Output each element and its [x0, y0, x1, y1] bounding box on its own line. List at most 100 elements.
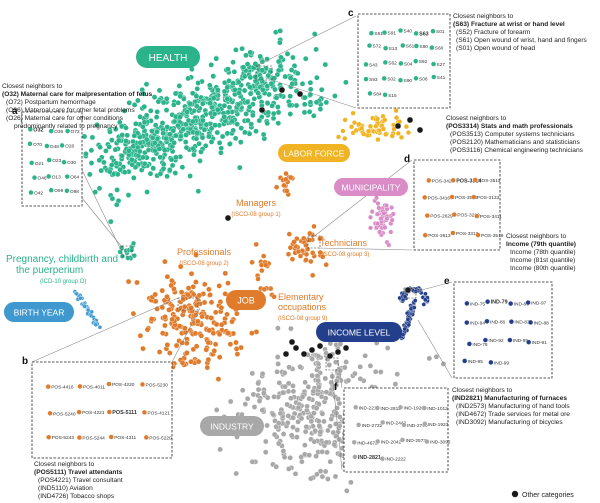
- health-point: [129, 156, 135, 163]
- inset-c-label: S02: [387, 76, 396, 82]
- inset-c-point: [398, 60, 404, 66]
- health-point: [314, 74, 320, 81]
- inset-d-label: POS-3519: [481, 233, 504, 239]
- health-point: [265, 109, 272, 116]
- industry-point: [292, 471, 299, 477]
- job-point: [208, 315, 214, 321]
- birth-year-point: [97, 325, 103, 330]
- inset-b-point: [46, 434, 52, 440]
- industry-point: [344, 488, 350, 494]
- job-point: [249, 330, 255, 336]
- job-point: [261, 286, 267, 292]
- subgroup-elementary-sub: (ISCO-08 group 9): [278, 316, 327, 322]
- health-point: [260, 131, 267, 138]
- health-point: [201, 127, 208, 133]
- subgroup-technicians-title: Technicians: [320, 238, 368, 248]
- labor-force-point: [383, 131, 389, 137]
- health-point: [182, 139, 189, 145]
- inset-c-point: [363, 61, 369, 67]
- inset-f-letter: f: [334, 382, 338, 393]
- inset-b-label: POS-4011: [83, 384, 105, 390]
- annotation-c-item-1: (S61) Open wound of wrist, hand and fing…: [456, 37, 588, 44]
- inset-b-frame: [31, 361, 173, 459]
- labor-force-point: [391, 126, 397, 132]
- labor-force-point: [359, 125, 365, 131]
- industry-point: [294, 427, 301, 433]
- inset-d-label: POS-3133: [477, 195, 500, 201]
- job-point: [193, 302, 200, 308]
- inset-a-point: [46, 157, 52, 163]
- inset-e-label: IND-92: [488, 338, 504, 344]
- inset-d-point: [450, 177, 456, 183]
- health-point: [343, 79, 349, 86]
- inset-c-point: [382, 59, 388, 65]
- inset-f-label: IND-2821: [358, 455, 381, 461]
- subgroup-elementary-title: Elementary: [278, 292, 324, 302]
- health-point: [294, 70, 301, 77]
- industry-point: [322, 468, 329, 475]
- health-point: [126, 100, 132, 106]
- inset-c-point: [430, 28, 436, 34]
- job-point: [208, 299, 215, 306]
- job-point: [216, 331, 223, 338]
- health-point: [287, 75, 294, 81]
- annotation-e-item-2: Income (80th quantile): [510, 265, 576, 272]
- industry-point: [345, 377, 352, 384]
- labor-force-point: [389, 133, 395, 139]
- health-point: [200, 100, 206, 107]
- job-point: [193, 279, 199, 285]
- health-point: [245, 117, 251, 124]
- inset-c-point: [381, 75, 387, 81]
- health-point: [275, 58, 282, 65]
- health-point: [273, 95, 280, 101]
- inset-c-point: [383, 45, 389, 51]
- inset-c-point: [429, 45, 435, 51]
- health-point: [112, 146, 119, 153]
- industry-point: [227, 398, 234, 405]
- health-point: [131, 253, 137, 259]
- health-point: [241, 87, 248, 94]
- health-point: [143, 112, 150, 119]
- inset-b-point: [47, 410, 53, 416]
- municipality-point: [377, 229, 383, 235]
- inset-f-label: IND-1920: [404, 405, 425, 411]
- industry-point: [367, 363, 374, 369]
- health-point: [307, 86, 314, 93]
- health-point: [214, 129, 221, 136]
- health-point: [221, 102, 228, 109]
- job-point: [169, 277, 175, 284]
- inset-a-label: O42: [34, 191, 43, 197]
- health-point: [302, 55, 309, 62]
- subgroup-elementary-title2: occupations: [278, 302, 327, 312]
- health-point: [236, 90, 242, 96]
- inset-e-point: [528, 319, 534, 325]
- inset-d-point: [451, 212, 457, 218]
- industry-point: [325, 476, 331, 482]
- industry-point: [290, 414, 296, 421]
- inset-a-point: [44, 143, 50, 149]
- job-point: [308, 258, 314, 265]
- inset-connectors: [31, 15, 453, 471]
- inset-c-label: S43: [369, 62, 378, 68]
- health-point: [246, 131, 253, 137]
- industry-point: [275, 440, 282, 447]
- industry-point: [326, 362, 333, 368]
- inset-c-label: S80: [419, 44, 428, 50]
- zoom-region-e: [403, 287, 417, 299]
- health-point: [114, 187, 120, 193]
- health-point: [216, 140, 223, 146]
- health-point: [199, 134, 206, 141]
- job-point: [144, 326, 151, 333]
- inset-c-label: S41: [437, 75, 446, 81]
- job-point: [180, 296, 187, 303]
- inset-e-label: IND-83: [514, 320, 530, 326]
- inset-e-label: IND-91: [532, 340, 548, 346]
- job-point: [164, 273, 171, 280]
- health-point: [242, 129, 248, 136]
- inset-a-point: [29, 160, 35, 166]
- industry-point: [295, 419, 301, 425]
- subgroup-managers-title: Managers: [236, 198, 277, 208]
- job-point: [212, 309, 219, 316]
